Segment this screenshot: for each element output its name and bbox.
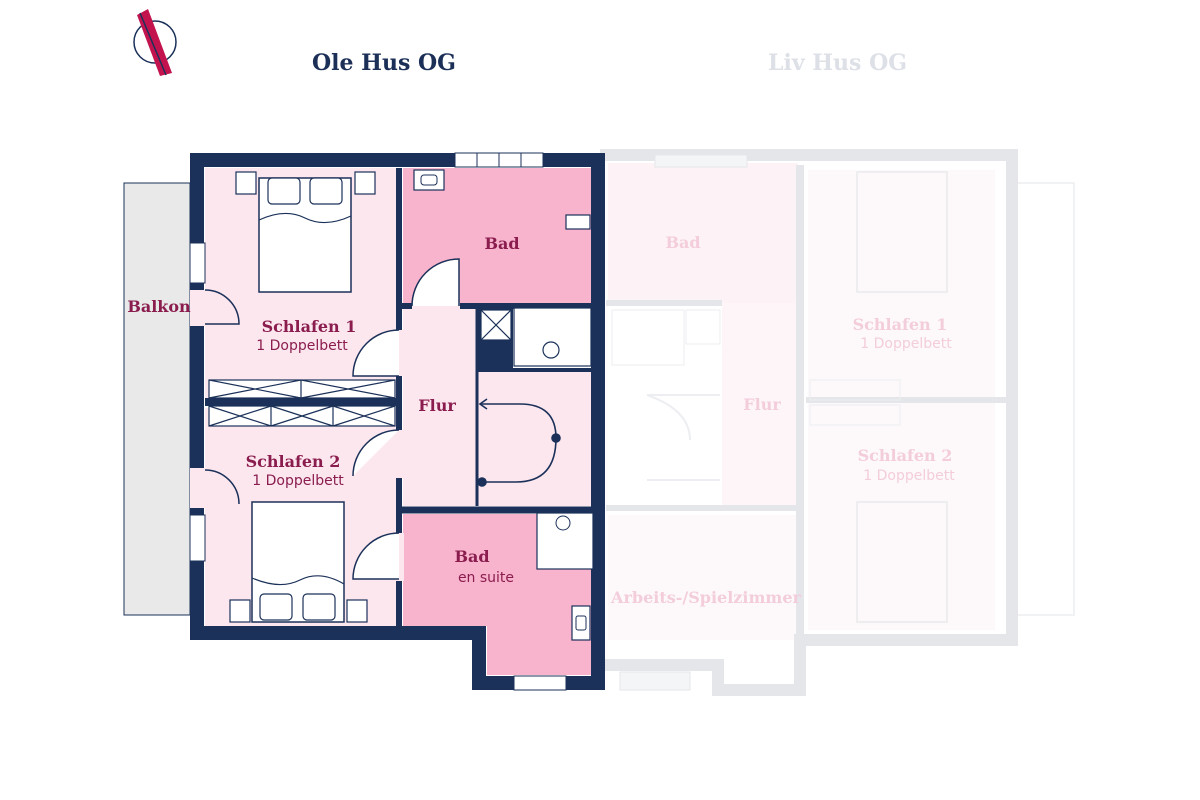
liv-office-label: Arbeits-/Spielzimmer (610, 588, 801, 607)
bedroom1-beds: 1 Doppelbett (256, 338, 348, 354)
ensuite-sub: en suite (458, 570, 514, 586)
unit-title-liv: Liv Hus OG (768, 50, 908, 76)
window (513, 675, 567, 691)
liv-bedroom2-beds: 1 Doppelbett (863, 468, 955, 484)
ensuite-label: Bad (454, 547, 489, 566)
bedroom2-beds: 1 Doppelbett (252, 473, 344, 489)
north-arrow-icon (133, 9, 177, 76)
balcony (123, 182, 191, 616)
liv-bedroom1-label: Schlafen 1 (853, 315, 948, 334)
outer-walls (190, 153, 605, 690)
balcony-label: Balkon (127, 297, 191, 316)
liv-bedroom2-label: Schlafen 2 (858, 446, 953, 465)
hallway (403, 306, 477, 506)
wardrobe (208, 379, 396, 427)
hall-label: Flur (418, 396, 456, 415)
bedroom1-label: Schlafen 1 (262, 317, 357, 336)
liv-bedroom1-beds: 1 Doppelbett (860, 336, 952, 352)
stairwell (477, 370, 593, 506)
liv-bath-label: Bad (665, 233, 700, 252)
liv-hall-label: Flur (743, 395, 781, 414)
bedroom2-label: Schlafen 2 (246, 452, 341, 471)
bath-label: Bad (484, 234, 519, 253)
liv-hus-plan: Bad Flur Schlafen 1 1 Doppelbett Schlafe… (600, 149, 1075, 696)
ole-hus-plan: Balkon Schlafen 1 1 Doppelbett Schlafen … (123, 152, 605, 691)
unit-title-ole: Ole Hus OG (312, 50, 456, 76)
staircase (477, 398, 561, 487)
